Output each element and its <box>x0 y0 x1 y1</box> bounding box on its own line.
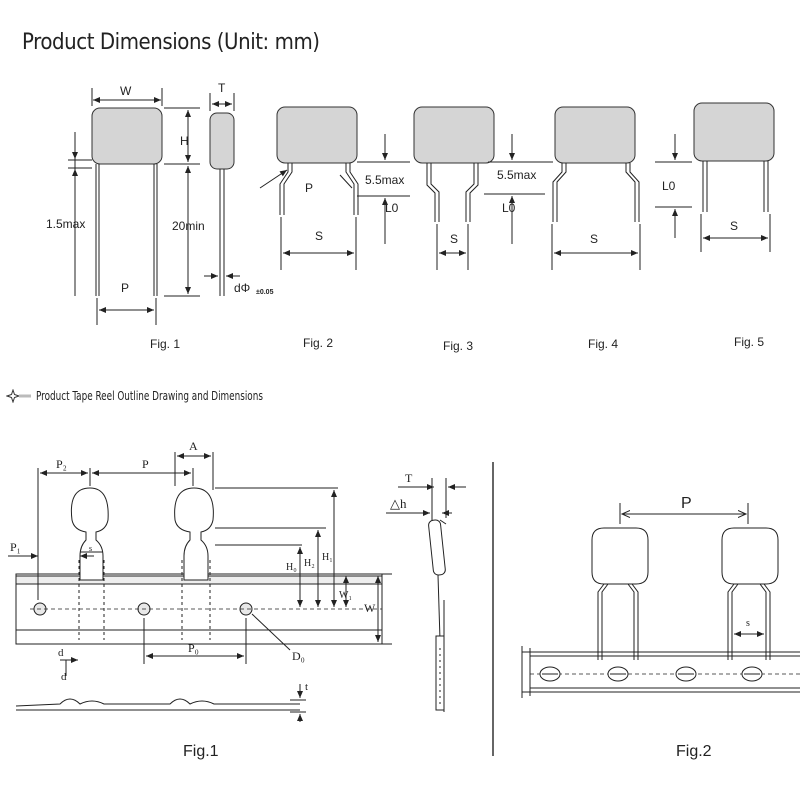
fig1-d-label: dΦ <box>234 281 250 295</box>
fig2-drawing <box>259 106 359 270</box>
tape-fig2-drawing <box>521 503 800 698</box>
tape-fig1-drawing <box>8 452 392 722</box>
fig4-max-label: 5.5max <box>497 168 536 182</box>
side-t-label: T <box>405 471 413 485</box>
taped-capacitor <box>591 527 649 585</box>
page-title: Product Dimensions (Unit: mm) <box>22 30 320 55</box>
tape1-p-label: P <box>142 457 149 471</box>
tape1-p2-label: P₂ <box>56 457 67 471</box>
fig3-caption: Fig. 3 <box>443 339 473 353</box>
fig2-p-label: P <box>305 181 313 195</box>
fig1-t-label: T <box>218 81 226 95</box>
tape1-caption: Fig.1 <box>183 743 219 760</box>
tape1-h1-label: H₁ <box>322 552 333 563</box>
sparkle-icon <box>6 389 31 403</box>
fig1-tolerance-label: ±0.05 <box>256 289 274 296</box>
fig4-dims-left <box>484 134 553 244</box>
taped-capacitor <box>70 487 109 581</box>
fig5-l0-label: L0 <box>662 179 676 193</box>
fig4-l0-label: L0 <box>502 201 516 215</box>
fig5-drawing <box>655 102 775 252</box>
tape-section-title: Product Tape Reel Outline Drawing and Di… <box>36 389 263 403</box>
taped-capacitor <box>721 527 779 585</box>
fig3-max-label: 5.5max <box>365 173 404 187</box>
fig3-l0-label: L0 <box>385 201 399 215</box>
capacitor-body <box>413 106 495 164</box>
capacitor-body <box>554 106 636 164</box>
capacitor-body <box>693 102 775 162</box>
capacitor-side-body <box>428 519 446 576</box>
capacitor-body <box>276 106 358 164</box>
capacitor-body <box>91 107 163 165</box>
fig3-s-label: S <box>450 232 458 246</box>
tape-side-view <box>386 478 466 712</box>
fig5-caption: Fig. 5 <box>734 335 764 349</box>
capacitor-side-body <box>209 112 235 170</box>
fig2-caption: Fig. 2 <box>303 336 333 350</box>
fig1-h-label: H <box>180 134 189 148</box>
fig4-s-label: S <box>590 232 598 246</box>
fig4-caption: Fig. 4 <box>588 337 618 351</box>
fig3-dims-left <box>357 134 410 244</box>
tape1-s-label: s <box>89 544 92 553</box>
fig3-drawing <box>413 106 495 270</box>
fig1-max-label: 1.5max <box>46 217 85 231</box>
fig2-s-label: S <box>315 229 323 243</box>
tape-section-heading: Product Tape Reel Outline Drawing and Di… <box>6 389 313 403</box>
tape1-d0-label: D₀ <box>292 649 305 663</box>
fig4-drawing <box>551 106 641 270</box>
tape1-d-label: d <box>58 647 64 659</box>
fig5-s-label: S <box>730 219 738 233</box>
tape1-h2-label: H₂ <box>304 558 315 569</box>
tape1-d2-label: d <box>61 671 67 683</box>
tape1-h0-label: H₀ <box>286 562 297 573</box>
fig1-caption: Fig. 1 <box>150 337 180 351</box>
tape1-a-label: A <box>189 439 198 453</box>
tape1-p1-label: P₁ <box>10 540 21 554</box>
tape2-s-label: s <box>746 618 750 629</box>
tape2-caption: Fig.2 <box>676 743 712 760</box>
tape2-p-label: P <box>681 495 692 512</box>
fig1-p-label: P <box>121 281 129 295</box>
side-dh-label: △h <box>390 496 407 511</box>
fig1-drawing <box>68 88 240 325</box>
fig1-min-label: 20min <box>172 219 205 233</box>
tape1-w-label: W <box>364 601 376 615</box>
tape1-t-label: t <box>305 681 308 693</box>
tape1-p0-label: P₀ <box>188 641 199 655</box>
fig1-w-label: W <box>120 84 132 98</box>
taped-capacitor <box>174 487 214 581</box>
tape1-w1-label: W₁ <box>339 590 352 601</box>
